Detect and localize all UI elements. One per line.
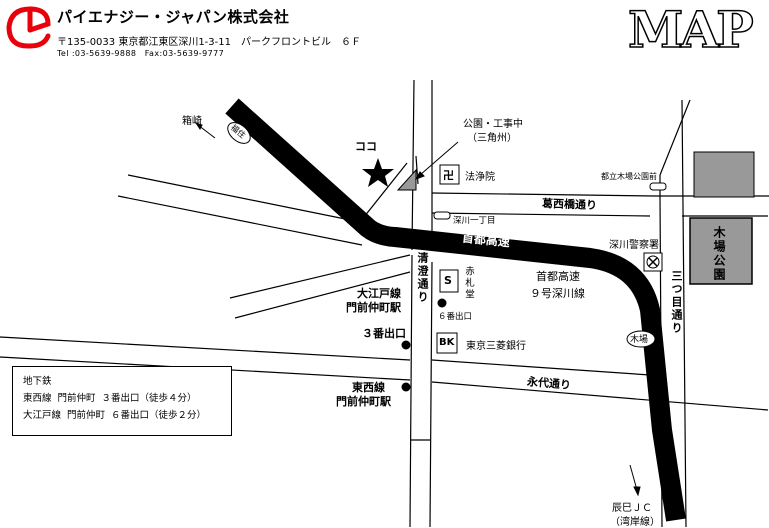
highway xyxy=(225,98,686,522)
label-triangle: （三角州） xyxy=(467,133,517,144)
road-eitai-top2 xyxy=(431,359,651,376)
label-monzen-station-2: 門前仲町駅 xyxy=(336,395,391,408)
label-koko: ココ xyxy=(355,140,377,153)
arrow-icon xyxy=(629,464,638,491)
kiba-park-block xyxy=(689,217,753,285)
label-fukagawa-1: 深川一丁目 xyxy=(453,216,496,226)
legend-row: 東西線 門前仲町 ３番出口（徒歩４分） xyxy=(23,390,231,407)
triangle-park xyxy=(396,168,417,191)
arrow-icon xyxy=(419,141,459,176)
arrow-icon xyxy=(194,122,203,130)
legend-station: 門前仲町 xyxy=(67,410,106,421)
arrow-icon xyxy=(414,171,425,180)
manji-icon: 卍 xyxy=(443,169,454,182)
manji-icon xyxy=(439,164,460,185)
company-name: パイエナジー・ジャパン株式会社 xyxy=(57,8,290,26)
s-marker xyxy=(439,269,459,293)
road-kiyosumi-left xyxy=(411,79,415,251)
road-upper-left xyxy=(127,174,361,223)
label-exit6: ６番出口 xyxy=(438,312,473,322)
label-oedo-line: 大江戸線 xyxy=(357,287,401,300)
station-dot-icon xyxy=(437,298,447,308)
label-tozai-line: 東西線 xyxy=(352,381,385,394)
road-kiyosumi-left2 xyxy=(409,254,413,527)
road-mitsume-right xyxy=(681,99,687,527)
legend-exit: ３番出口（徒歩４分） xyxy=(101,393,197,404)
road-eitai-top xyxy=(0,336,411,361)
station-dot-icon xyxy=(401,382,411,392)
label-akafuda: 赤札堂 xyxy=(463,266,474,301)
label-mufg: 東京三菱銀行 xyxy=(466,341,526,352)
legend-station: 門前仲町 xyxy=(57,393,96,404)
label-shuto9: 首都高速 xyxy=(536,270,580,283)
label-exit3: ３番出口 xyxy=(362,327,406,340)
road-mid-left xyxy=(229,254,411,299)
road-kasai-bottom xyxy=(431,212,651,217)
legend-row: 大江戸線 門前仲町 ６番出口（徒歩２分） xyxy=(23,407,231,424)
label-wangan: （湾岸線） xyxy=(610,517,660,528)
label-houjouin: 法浄院 xyxy=(465,172,495,183)
kiba-badge xyxy=(626,330,656,348)
station-dot-icon xyxy=(401,340,411,350)
label-park-construction: 公園・工事中 xyxy=(463,119,523,130)
map-title: MAP xyxy=(627,0,754,59)
road-eitai-bot2 xyxy=(431,381,769,411)
label-monzen-station: 門前仲町駅 xyxy=(346,301,401,314)
label-tatsumi: 辰巳ＪＣ xyxy=(612,503,652,514)
star-icon xyxy=(362,158,394,187)
legend-line: 大江戸線 xyxy=(23,410,62,421)
road-diag-upper xyxy=(359,162,408,223)
label-kiba-park: 木場公園 xyxy=(712,226,726,282)
bk-marker: BK xyxy=(439,337,455,348)
arrow-icon xyxy=(633,486,641,497)
company-address: 〒135-0033 東京都江東区深川1-3-11 パークフロントビル ６Ｆ xyxy=(57,37,361,48)
legend-box: 地下鉄 東西線 門前仲町 ３番出口（徒歩４分） 大江戸線 門前仲町 ６番出口（徒… xyxy=(12,366,232,436)
s-marker: S xyxy=(444,274,452,287)
label-hakozaki: 箱崎 xyxy=(182,116,202,127)
label-fukagawa-police: 深川警察署 xyxy=(609,240,659,251)
road-diag-upper2 xyxy=(415,155,419,185)
label-kiyosumi: 清澄通り xyxy=(416,252,429,304)
label-kasai-bashi: 葛西橋通り xyxy=(541,197,598,212)
legend-line: 東西線 xyxy=(23,393,52,404)
road-top-right xyxy=(659,99,691,176)
legend-exit: ６番出口（徒歩２分） xyxy=(111,410,207,421)
label-kiba-park-mae: 都立木場公園前 xyxy=(601,172,657,181)
label-kiba: 木場 xyxy=(630,335,649,345)
road-mid-left2 xyxy=(234,271,411,319)
company-contact: Tel :03-5639-9888 Fax:03-5639-9777 xyxy=(57,49,225,58)
kiba-park-block xyxy=(693,151,755,198)
road-kiyosumi-right2 xyxy=(429,261,433,527)
legend-title: 地下鉄 xyxy=(23,376,52,387)
road-upper-left xyxy=(117,195,363,246)
bus-stop-icon xyxy=(433,182,667,220)
label-mitsume: 三つ目通り xyxy=(670,270,683,335)
label-fukagawa-line: ９号深川線 xyxy=(530,287,585,300)
bk-marker xyxy=(436,332,458,354)
fukuzumi-badge xyxy=(227,122,251,144)
logo-icon xyxy=(6,6,51,49)
